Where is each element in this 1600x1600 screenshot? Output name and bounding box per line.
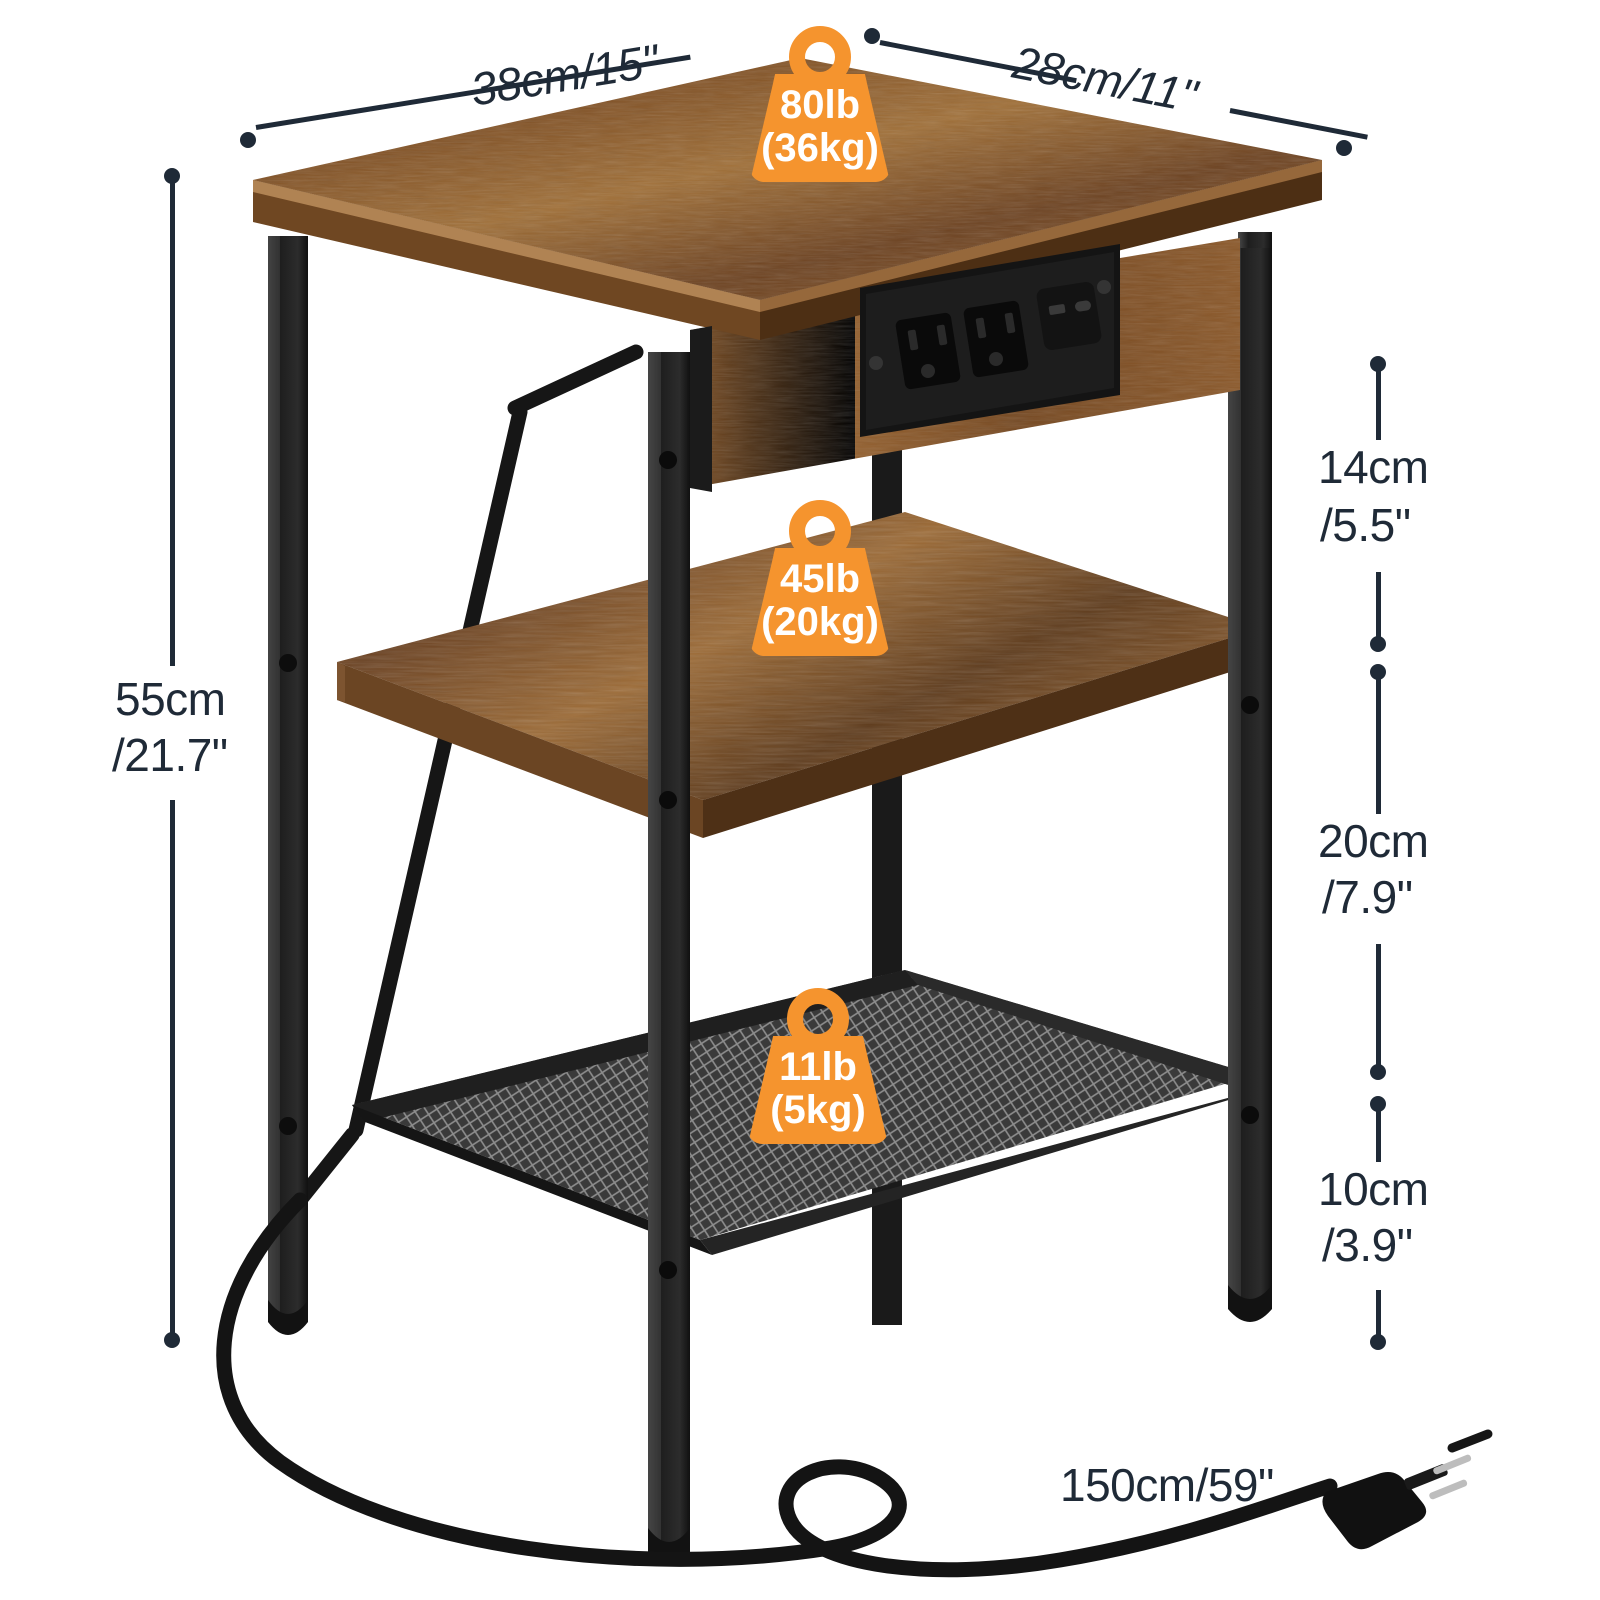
dim-cord-label: 150cm/59" bbox=[1060, 1459, 1274, 1511]
dim-height-line-top bbox=[170, 176, 175, 666]
dim-14-dot-bottom bbox=[1370, 636, 1386, 652]
right-rear-leg bbox=[1228, 248, 1272, 1322]
ac-outlet-1 bbox=[895, 312, 961, 390]
dim-height-line-bottom bbox=[170, 800, 175, 1340]
dim-20-line-top bbox=[1376, 672, 1381, 814]
dim-10-label-metric: 10cm bbox=[1318, 1163, 1429, 1215]
dim-width-dot-left bbox=[240, 132, 256, 148]
front-left-leg bbox=[268, 236, 308, 1335]
weight-kg-mesh: (5kg) bbox=[770, 1088, 866, 1132]
middle-shelf bbox=[337, 512, 1262, 838]
dim-height-dot-bottom bbox=[164, 1332, 180, 1348]
front-frame-bar bbox=[690, 326, 712, 492]
dim-20-label-metric: 20cm bbox=[1318, 815, 1429, 867]
dim-20-line-bottom bbox=[1376, 944, 1381, 1072]
dim-14-line-top bbox=[1376, 364, 1381, 440]
power-panel bbox=[860, 244, 1120, 437]
dim-20-label-imperial: /7.9" bbox=[1322, 871, 1413, 923]
dim-20-dot-bottom bbox=[1370, 1064, 1386, 1080]
weight-lb-middle: 45lb bbox=[779, 557, 861, 601]
dim-10-label-imperial: /3.9" bbox=[1322, 1219, 1413, 1271]
dim-width-dot-right bbox=[864, 28, 880, 44]
dim-10-line-top bbox=[1376, 1104, 1381, 1162]
side-brace bbox=[292, 344, 644, 1208]
weight-badge-mesh-shelf: 11lb (5kg) bbox=[748, 988, 888, 1144]
power-cord bbox=[216, 1192, 1338, 1578]
dim-height-label-metric: 55cm bbox=[115, 673, 226, 725]
weight-badge-body: 11lb (5kg) bbox=[748, 1036, 888, 1144]
weight-badge-body: 45lb (20kg) bbox=[750, 548, 890, 656]
power-plug bbox=[1322, 1429, 1493, 1550]
dim-14-label-imperial: /5.5" bbox=[1320, 499, 1411, 551]
weight-kg-middle: (20kg) bbox=[761, 600, 879, 644]
dim-10-dot-bottom bbox=[1370, 1334, 1386, 1350]
usb-ports bbox=[1036, 281, 1102, 351]
weight-lb-mesh: 11lb bbox=[779, 1045, 857, 1089]
dim-height-label-imperial: /21.7" bbox=[112, 729, 228, 781]
weight-badge-middle-shelf: 45lb (20kg) bbox=[750, 500, 890, 656]
weight-lb-top: 80lb bbox=[779, 83, 861, 127]
dim-14-label-metric: 14cm bbox=[1318, 441, 1429, 493]
dim-14-line-bottom bbox=[1376, 572, 1381, 644]
dim-10-line-bottom bbox=[1376, 1290, 1381, 1342]
weight-kg-top: (36kg) bbox=[761, 126, 879, 170]
weight-badge-top-shelf: 80lb (36kg) bbox=[750, 26, 890, 182]
ac-outlet-2 bbox=[963, 300, 1029, 378]
weight-badge-body: 80lb (36kg) bbox=[750, 74, 890, 182]
front-right-leg bbox=[648, 352, 690, 1565]
dim-depth-dot-right bbox=[1336, 140, 1352, 156]
